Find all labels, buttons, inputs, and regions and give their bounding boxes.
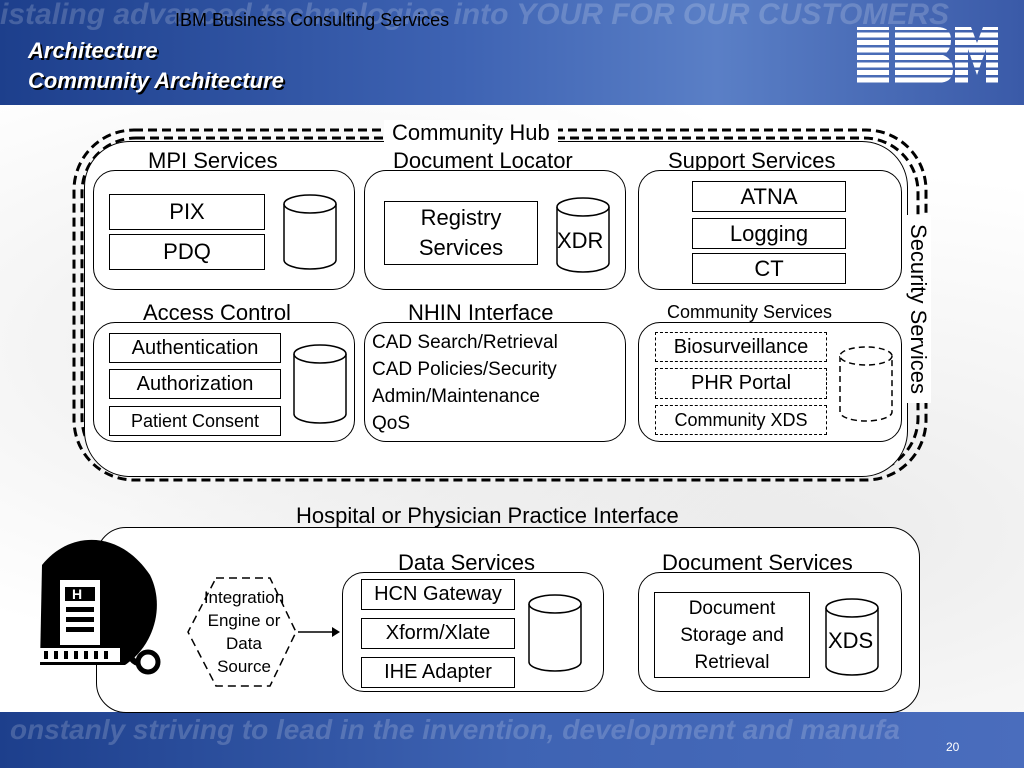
- registry-services-box: Registry Services: [384, 201, 538, 265]
- atna-box: ATNA: [692, 181, 846, 212]
- nhin-line-cad-policies: CAD Policies/Security: [372, 359, 557, 380]
- community-database-icon: [839, 346, 893, 422]
- phr-portal-box: PHR Portal: [655, 368, 827, 399]
- header-banner: istaling advanced technologies into YOUR…: [0, 0, 1024, 105]
- access-control-label: Access Control: [143, 300, 291, 326]
- ihe-adapter-box: IHE Adapter: [361, 657, 515, 688]
- xds-database-icon: [825, 598, 879, 676]
- nhin-interface-panel: [364, 322, 626, 442]
- authorization-box: Authorization: [109, 369, 281, 399]
- company-name: IBM Business Consulting Services: [175, 10, 450, 30]
- community-hub-label: Community Hub: [384, 120, 558, 146]
- document-locator-label: Document Locator: [393, 148, 573, 174]
- hospital-interface-label: Hospital or Physician Practice Interface: [296, 503, 679, 528]
- document-storage-line-1: Document: [688, 597, 776, 619]
- data-services-database-icon: [528, 594, 582, 672]
- community-xds-box: Community XDS: [655, 405, 827, 435]
- patient-consent-box: Patient Consent: [109, 406, 281, 436]
- nhin-line-admin: Admin/Maintenance: [372, 386, 540, 407]
- support-services-label: Support Services: [668, 148, 836, 174]
- xds-label: XDS: [828, 628, 874, 653]
- pix-box: PIX: [109, 194, 265, 230]
- logging-box: Logging: [692, 218, 846, 249]
- page-title-line2: Community Architecture: [28, 68, 284, 93]
- community-services-label: Community Services: [667, 302, 833, 323]
- integration-line-4: Source: [217, 657, 271, 676]
- footer-background-text: onstanly striving to lead in the inventi…: [10, 714, 900, 745]
- data-services-label: Data Services: [398, 550, 535, 575]
- document-storage-line-2: Storage and: [680, 624, 784, 646]
- arrow-to-data-services: [298, 627, 340, 637]
- header-background-text: istaling advanced technologies into YOUR…: [0, 0, 950, 31]
- footer-banner: onstanly striving to lead in the inventi…: [0, 712, 1024, 768]
- integration-line-1: Integration: [203, 588, 285, 607]
- xdr-label: XDR: [557, 228, 604, 253]
- ct-box: CT: [692, 253, 846, 284]
- hcn-gateway-box: HCN Gateway: [361, 579, 515, 610]
- document-services-label: Document Services: [662, 550, 853, 575]
- access-database-icon: [293, 344, 347, 424]
- xdr-database-icon: [556, 197, 610, 273]
- integration-line-3: Data: [226, 634, 262, 653]
- document-storage-line-3: Retrieval: [694, 651, 770, 673]
- nhin-interface-label: NHIN Interface: [408, 300, 554, 326]
- xform-xlate-box: Xform/Xlate: [361, 618, 515, 649]
- authentication-box: Authentication: [109, 333, 281, 363]
- biosurveillance-box: Biosurveillance: [655, 332, 827, 362]
- hospital-stethoscope-icon: H: [40, 539, 161, 675]
- integration-engine-hexagon: [187, 577, 297, 687]
- integration-line-2: Engine or: [207, 611, 281, 630]
- pdq-box: PDQ: [109, 234, 265, 270]
- ibm-logo: [857, 27, 998, 83]
- mpi-services-label: MPI Services: [148, 148, 278, 174]
- svg-text:H: H: [72, 586, 82, 602]
- nhin-line-qos: QoS: [372, 413, 411, 434]
- nhin-line-cad-search: CAD Search/Retrieval: [372, 332, 558, 353]
- mpi-database-icon: [283, 194, 337, 270]
- page-title-line1: Architecture: [28, 38, 158, 63]
- page-number: 20: [946, 740, 960, 754]
- document-storage-box: Document Storage and Retrieval: [654, 592, 810, 678]
- security-services-label: Security Services: [905, 215, 931, 403]
